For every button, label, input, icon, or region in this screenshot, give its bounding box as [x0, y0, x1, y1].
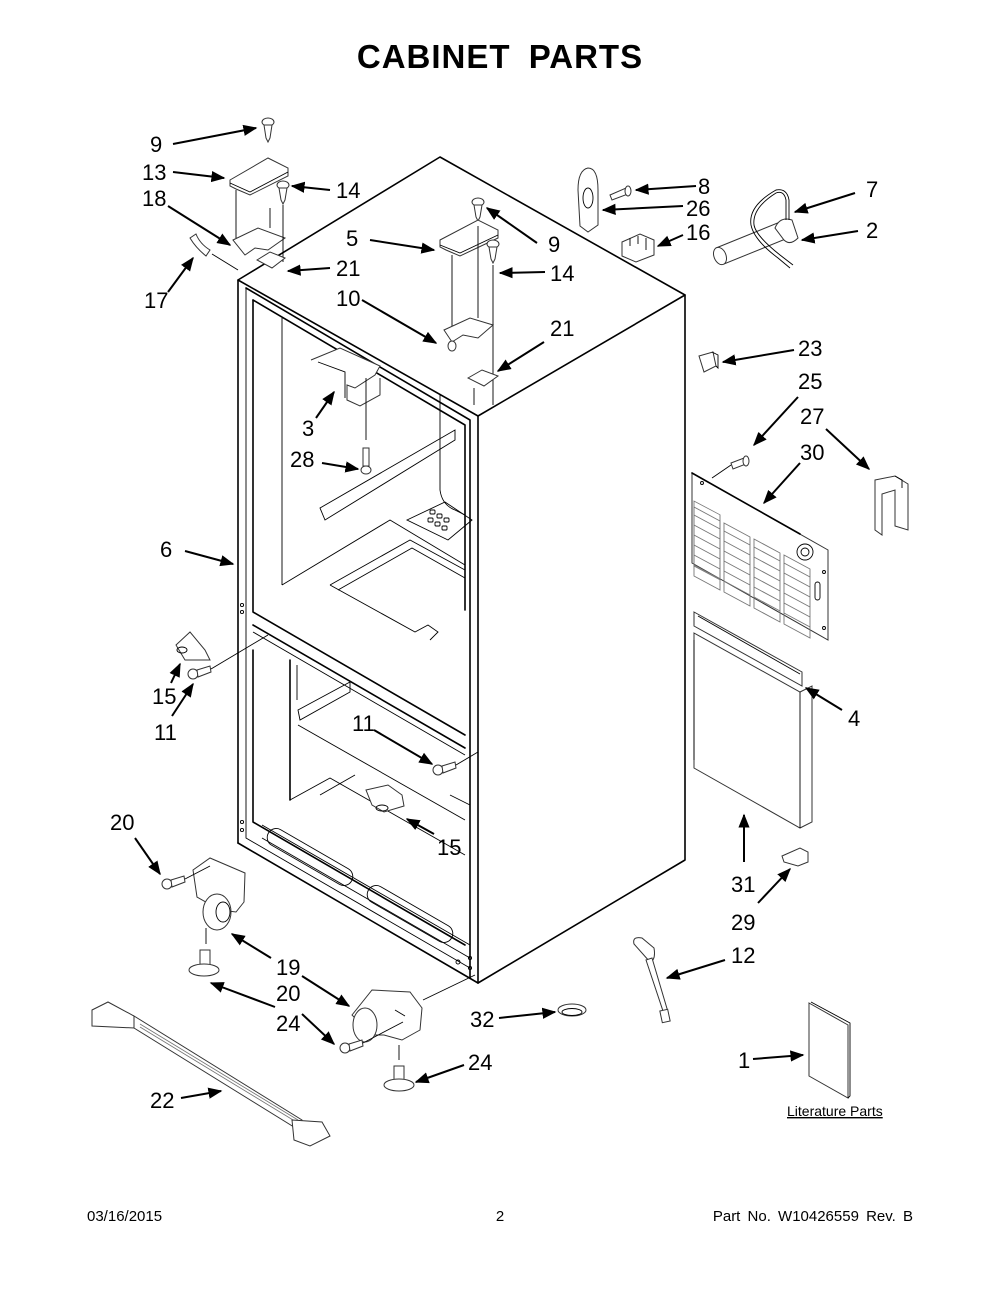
part-11-left-screw [187, 634, 269, 680]
part-28-screw [360, 447, 372, 475]
part-19-left-roller [192, 857, 246, 931]
callout-1: 1 [738, 1048, 750, 1073]
callout-15: 15 [437, 835, 461, 860]
callout-28: 28 [290, 447, 314, 472]
part-12-wand [633, 937, 671, 1024]
callout-23: 23 [798, 336, 822, 361]
part-27-bracket [874, 475, 909, 536]
callout-19: 19 [276, 955, 300, 980]
screw-icon [486, 239, 500, 265]
part-32-grommet [557, 1003, 587, 1017]
footer-page-number: 2 [495, 1208, 505, 1225]
callout-16: 16 [686, 220, 710, 245]
part-26-cover [577, 167, 599, 233]
part-29-clip [781, 847, 809, 867]
left-top-hinge-assembly [189, 117, 290, 271]
part-2-tube [712, 218, 799, 266]
callout-14: 14 [336, 178, 360, 203]
part-1-literature [808, 1001, 851, 1099]
callout-20: 20 [276, 981, 300, 1006]
callout-29: 29 [731, 910, 755, 935]
part-16-clip [621, 233, 655, 263]
part-11-right-screw [432, 751, 479, 776]
callout-22: 22 [150, 1088, 174, 1113]
callout-labels: 9 13 18 14 17 21 5 9 14 10 21 8 26 16 7 … [110, 132, 878, 1113]
grille-louvers [693, 506, 811, 639]
footer-part-number: Part No. W10426559 Rev. B [712, 1208, 913, 1225]
callout-25: 25 [798, 369, 822, 394]
callout-6: 6 [160, 537, 172, 562]
part-15-left-bracket [175, 631, 211, 661]
leader-lines [134, 124, 871, 1099]
callout-2: 2 [866, 218, 878, 243]
part-22-toe-grille [91, 1001, 331, 1147]
callout-14: 14 [550, 261, 574, 286]
callout-12: 12 [731, 943, 755, 968]
screw-icon [471, 197, 485, 223]
part-3-housing [310, 347, 381, 440]
callout-21: 21 [336, 256, 360, 281]
part-23-clip [698, 351, 719, 373]
screw-icon [276, 180, 290, 206]
callout-20: 20 [110, 810, 134, 835]
part-20-left-screw [161, 865, 211, 890]
callout-7: 7 [866, 177, 878, 202]
part-31-panel [693, 632, 813, 829]
callout-31: 31 [731, 872, 755, 897]
cabinet-body [237, 156, 686, 984]
page-title: CABINET PARTS [356, 38, 644, 75]
callout-21: 21 [550, 316, 574, 341]
callout-5: 5 [346, 226, 358, 251]
callout-17: 17 [144, 288, 168, 313]
callout-18: 18 [142, 186, 166, 211]
callout-24: 24 [468, 1050, 492, 1075]
callout-27: 27 [800, 404, 824, 429]
part-15-right-bracket [365, 784, 405, 813]
callout-30: 30 [800, 440, 824, 465]
part-19-right-roller [351, 974, 476, 1043]
callout-32: 32 [470, 1007, 494, 1032]
part-7-wire [750, 189, 794, 269]
screw-icon [261, 117, 275, 144]
footer-date: 03/16/2015 [87, 1208, 163, 1225]
part-4-seal [693, 611, 803, 687]
literature-parts-label: Literature Parts [787, 1103, 883, 1119]
part-25-screw [711, 455, 750, 479]
callout-4: 4 [848, 706, 860, 731]
part-8-screw [609, 185, 632, 201]
callout-9: 9 [548, 232, 560, 257]
callout-11: 11 [154, 720, 177, 745]
part-24-right-foot [383, 1045, 415, 1092]
callout-11: 11 [352, 711, 375, 736]
callout-10: 10 [336, 286, 360, 311]
right-top-hinge-assembly [439, 197, 500, 405]
callout-8: 8 [698, 174, 710, 199]
callout-24: 24 [276, 1011, 300, 1036]
callout-3: 3 [302, 416, 314, 441]
part-24-left-foot [188, 928, 220, 977]
part-20-right-screw [339, 1021, 404, 1054]
callout-15: 15 [152, 684, 176, 709]
callout-13: 13 [142, 160, 166, 185]
part-30-grille [691, 472, 829, 641]
callout-9: 9 [150, 132, 162, 157]
callout-26: 26 [686, 196, 710, 221]
